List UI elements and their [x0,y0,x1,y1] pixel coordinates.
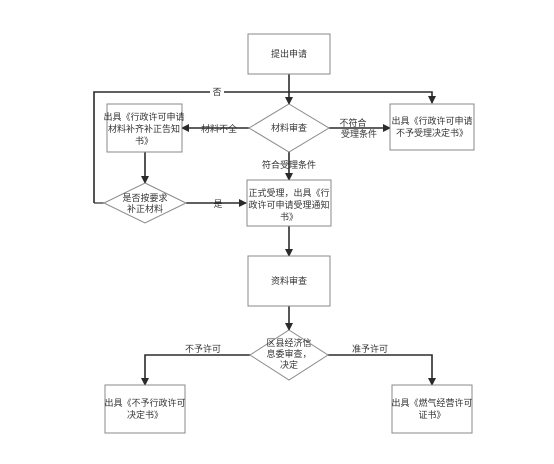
svg-text:补正材料: 补正材料 [127,203,163,215]
edge-label-not-meet-2: 受理条件 [341,128,377,140]
svg-text:材料审查: 材料审查 [271,122,307,134]
edge-label-deny: 不予许可 [185,343,221,355]
svg-text:材料补齐补正告知: 材料补齐补正告知 [108,123,180,135]
svg-text:政许可申请受理通知: 政许可申请受理通知 [248,199,329,211]
node-supplement-notice: 出具《行政许可申请 材料补齐补正告知 书》 [103,103,185,153]
edge-label-meet: 符合受理条件 [262,159,316,171]
svg-text:不予受理决定书》: 不予受理决定书》 [396,127,468,139]
label-no-bg [210,85,224,99]
edge-committee-to-deny [141,354,250,386]
node-reject-decision: 出具《行政许可申请 不予受理决定书》 [389,103,475,151]
svg-text:决定书》: 决定书》 [127,409,163,421]
edges [93,74,436,386]
node-accept: 正式受理，出具《行 政许可申请受理通知 书》 [246,179,332,227]
svg-text:决定: 决定 [280,359,298,371]
node-submit: 提出申请 [247,33,331,75]
edge-label-incomplete: 材料不全 [201,123,237,135]
svg-text:出具《燃气经营许可: 出具《燃气经营许可 [391,397,472,409]
node-committee: 区县经济信 息委审查， 决定 [249,329,329,381]
edge-label-not-meet-1: 不符合 [339,117,366,129]
svg-text:区县经济信: 区县经济信 [266,337,311,349]
edge-label-yes: 是 [213,199,222,210]
svg-text:是否按要求: 是否按要求 [122,192,167,204]
node-check-supplement: 是否按要求 补正材料 [102,182,188,224]
svg-text:出具《行政许可申请: 出具《行政许可申请 [103,111,184,123]
edge-committee-to-grant [328,354,436,386]
svg-text:书》: 书》 [280,212,298,223]
edge-label-grant: 准予许可 [352,343,388,355]
svg-text:书》: 书》 [135,136,153,147]
svg-text:出具《不予行政许可: 出具《不予行政许可 [104,397,185,409]
edge-label-no: 否 [212,87,221,98]
node-grant-cert: 出具《燃气经营许可 证书》 [391,384,473,434]
node-deny-decision: 出具《不予行政许可 决定书》 [104,384,186,434]
svg-text:资料审查: 资料审查 [271,275,307,287]
svg-text:提出申请: 提出申请 [271,48,307,60]
node-review: 材料审查 [248,103,330,153]
svg-text:出具《行政许可申请: 出具《行政许可申请 [391,115,472,127]
node-data-review: 资料审查 [247,255,331,307]
svg-text:正式受理，出具《行: 正式受理，出具《行 [248,187,329,199]
svg-text:息委审查，: 息委审查， [266,348,311,360]
edge-no-to-reject [93,91,436,203]
svg-text:证书》: 证书》 [418,410,445,421]
